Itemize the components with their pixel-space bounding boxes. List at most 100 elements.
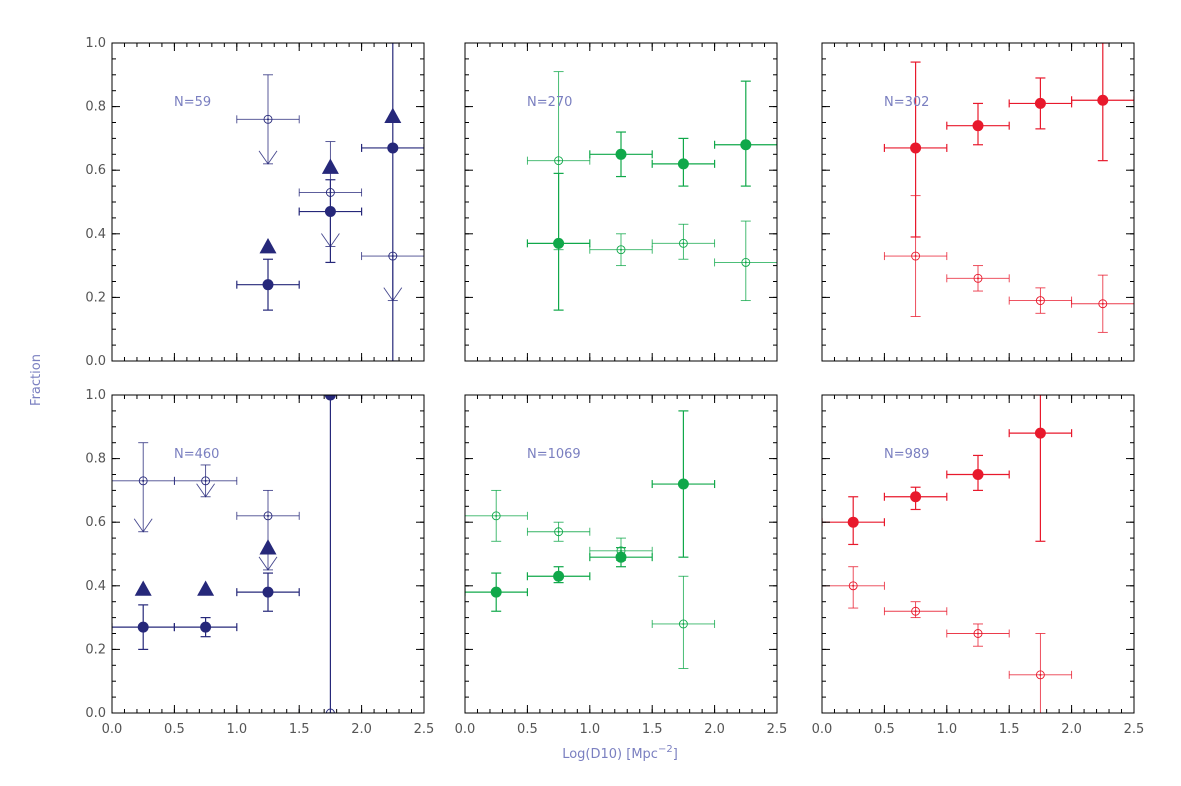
y-tick-label: 1.0 [85,388,106,403]
sample-size-label: N=989 [884,447,929,462]
x-tick-label: 1.5 [289,722,310,737]
panel-data [526,71,777,311]
sample-size-label: N=59 [174,95,211,110]
sample-size-label: N=302 [884,95,929,110]
x-tick-label: 1.0 [936,722,957,737]
y-tick-label: 0.2 [85,642,106,657]
open-circle-dot [914,255,917,258]
sample-size-label: N=1069 [527,447,581,462]
open-circle-dot [914,610,917,613]
x-tick-label: 0.0 [102,722,123,737]
filled-circle-marker [262,279,274,291]
upper-limit-arrow [133,518,153,533]
filled-circle-marker [677,478,689,490]
open-circle-dot [744,261,747,264]
filled-circle-marker [910,491,922,503]
open-circle-dot [1039,299,1042,302]
panel-frame [821,42,1135,362]
triangle-marker [259,238,277,254]
open-circle-marker [616,245,626,255]
filled-circle-marker [490,586,502,598]
open-circle-dot [329,191,332,194]
panel-0-1: N=270 [464,42,778,362]
y-tick-label: 0.0 [85,354,106,369]
x-tick-label: 1.5 [999,722,1020,737]
y-tick-label: 1.0 [85,36,106,51]
x-tick-label: 0.0 [812,722,833,737]
x-axis-title-end: ] [673,747,678,762]
open-circle-dot [204,479,207,482]
triangle-marker [134,580,152,596]
open-circle-marker [911,606,921,616]
triangle-marker [197,580,215,596]
x-tick-label: 0.5 [874,722,895,737]
y-tick-label: 0.4 [85,579,106,594]
filled-circle-marker [740,139,752,151]
open-circle-marker [388,251,398,261]
x-axis-title: Log(D10) [Mpc−2] [562,744,678,762]
x-tick-label: 2.0 [1061,722,1082,737]
panel-frame [464,42,778,362]
y-tick-label: 0.8 [85,452,106,467]
open-circle-marker [263,511,273,521]
x-axis-title-exponent: −2 [658,744,673,755]
x-tick-label: 2.5 [1124,722,1145,737]
panel-data [236,43,424,361]
x-tick-label: 1.0 [226,722,247,737]
open-circle-dot [852,584,855,587]
sample-size-label: N=460 [174,447,219,462]
open-circle-dot [557,530,560,533]
filled-circle-marker [910,142,922,154]
sample-size-label: N=270 [527,95,572,110]
filled-circle-marker [972,469,984,480]
x-tick-label: 2.5 [414,722,435,737]
filled-circle-marker [1097,94,1109,106]
x-tick-label: 0.5 [164,722,185,737]
filled-circle-marker [615,148,627,160]
y-tick-label: 0.0 [85,706,106,721]
open-circle-dot [267,514,269,517]
open-circle-marker [325,188,335,197]
open-circle-dot [620,549,622,552]
open-circle-marker [138,476,148,486]
triangle-marker [384,107,402,123]
y-tick-label: 0.6 [85,515,106,530]
open-circle-marker [554,527,564,537]
open-circle-dot [682,622,685,625]
open-circle-dot [557,159,560,162]
open-circle-dot [495,514,498,517]
filled-circle-marker [972,120,984,132]
filled-circle-marker [847,516,859,528]
open-circle-marker [616,546,626,556]
upper-limit-arrow [196,483,215,498]
upper-limit-arrow [258,150,278,165]
filled-circle-marker [262,586,274,598]
open-circle-marker [325,708,335,713]
open-circle-dot [142,479,145,482]
y-tick-label: 0.6 [85,163,106,178]
panel-1-0: N=460 0.0 0.2 0.4 0.6 0.8 1.0 0.0 0.5 1.0 1.5 2.0 2.… [85,388,434,737]
x-tick-label: 1.0 [579,722,600,737]
open-circle-dot [1101,302,1104,305]
filled-circle-marker [1034,427,1046,439]
open-circle-marker [263,114,273,124]
panel-data [822,395,1073,713]
open-circle-marker [911,251,921,261]
filled-circle-marker [324,395,336,401]
x-tick-label: 2.0 [704,722,725,737]
upper-limit-arrow [258,556,278,571]
upper-limit-arrow [321,233,340,248]
open-circle-dot [977,277,979,280]
panel-0-2: N=302 [821,42,1135,362]
x-tick-label: 2.0 [351,722,372,737]
panel-data [883,43,1134,333]
open-circle-marker [741,257,751,267]
open-circle-marker [973,273,983,283]
open-circle-dot [682,242,685,245]
upper-limit-arrow [383,287,403,302]
open-circle-marker [1098,299,1108,309]
filled-circle-marker [553,570,565,582]
panel-frame [821,394,1135,714]
panel-0-0: N=590.00.20.40.60.81.0 [85,36,425,369]
